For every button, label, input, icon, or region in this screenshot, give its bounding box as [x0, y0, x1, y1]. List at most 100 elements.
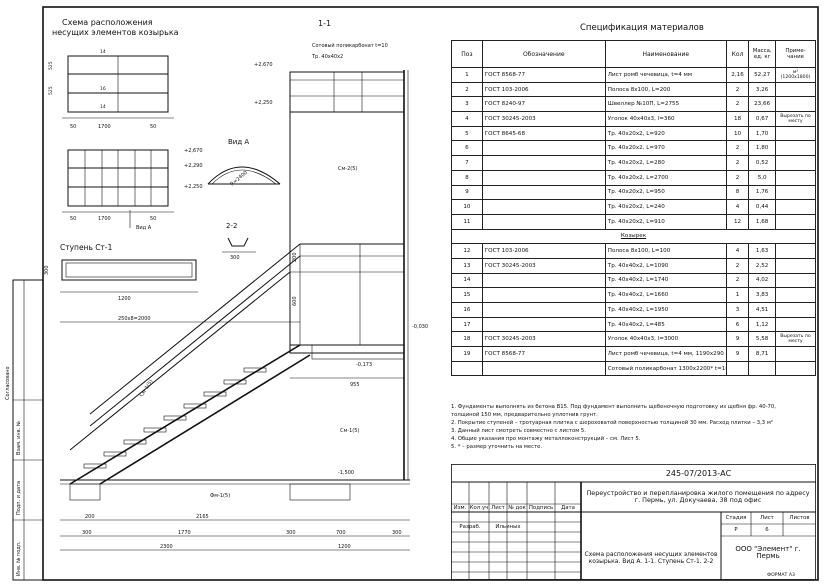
dim-300-bottom-c: 300 [392, 530, 402, 536]
spec-cell-mass: 52,27 [748, 67, 776, 83]
spec-header-name: Наименование [604, 40, 727, 68]
spec-cell-pos: 6 [451, 140, 483, 157]
pipe-label: Тр. 40х40х2 [311, 54, 343, 60]
spec-cell-pos: 14 [451, 272, 483, 289]
spec-cell-qty: 2 [725, 81, 750, 98]
elev-1500: -1,500 [338, 470, 354, 476]
spec-cell-note [774, 287, 817, 303]
spec-cell-pos: 13 [451, 257, 483, 274]
side-stamp: Согласовано Взам. инв. № Подп. и дата Ин… [5, 279, 44, 581]
section-1-1-title: 1-1 [318, 19, 331, 28]
spec-cell-name: Тр. 40х20х2, L=2700 [604, 169, 727, 186]
sheet-title: Схема расположения несущих элементов коз… [584, 551, 718, 565]
spec-cell-mass: 0,67 [748, 111, 776, 127]
spec-cell-pos: 15 [451, 287, 483, 303]
radius-label: R=2400 [229, 170, 248, 188]
spec-cell-name: Лист ромб чечевица, t=4 мм, 1190х290 [604, 346, 727, 362]
dim-50-upper-right: 50 [150, 124, 156, 130]
note-line: 3. Данный лист смотреть совместно с лист… [451, 428, 586, 434]
sheet-value: 6 [765, 526, 769, 533]
spec-header-row: Поз Обозначение Наименование Кол Масса, … [451, 40, 817, 68]
spec-row: Козырек [451, 228, 816, 245]
section-2-2: 2-2 300 [222, 222, 256, 261]
dim-1770: 1770 [178, 530, 191, 536]
developer-name: Ильиных [495, 523, 521, 530]
spec-cell-name: Уголок 40х40х3, l=3000 [604, 331, 727, 348]
canopy-plan-lower: 1700 50 50 Вид А [62, 149, 174, 231]
view-a-title: Вид А [228, 138, 249, 146]
view-a-arch: Вид А R=2400 +2,670 +2,290 +2,250 [184, 138, 281, 190]
spec-cell-name: Тр. 40х20х2, L=920 [604, 125, 727, 142]
dim-955: 955 [350, 382, 360, 388]
spec-cell-pos: 2 [451, 81, 483, 98]
spec-cell-name: Тр. 40х40х2, L=485 [604, 316, 727, 333]
dim-1700-lower: 1700 [98, 216, 111, 222]
project-code: 245-07/2013-АС [665, 468, 732, 478]
spec-header-designation: Обозначение [481, 40, 606, 68]
spec-cell-qty: 8 [725, 184, 750, 201]
spec-cell-mass: 1,76 [748, 184, 776, 201]
spec-cell-qty: 2 [725, 272, 750, 289]
spec-cell-pos: 8 [451, 169, 483, 186]
dim-2300: 2300 [160, 544, 173, 550]
spec-cell-mass: 1,63 [748, 243, 776, 259]
vid-a-pointer: Вид А [136, 225, 152, 231]
format-label: ФОРМАТ А3 [767, 572, 795, 578]
spec-cell-designation [481, 184, 606, 201]
spec-cell-note [774, 184, 817, 201]
spec-cell-designation: ГОСТ 8240-97 [481, 96, 606, 113]
spec-cell-name: Тр. 40х20х2, L=240 [604, 199, 727, 215]
spec-cell-name: Тр. 40х40х2, L=1090 [604, 257, 727, 274]
spec-cell-name: Тр. 40х40х2, L=1660 [604, 287, 727, 303]
spec-cell-note [774, 81, 817, 98]
role-developer: Разраб. [459, 523, 481, 530]
project-name: Переустройство и перепланировка жилого п… [586, 489, 810, 504]
dim-300-2-2: 300 [230, 255, 240, 261]
sm-1-label: См-1(5) [139, 379, 155, 398]
spec-cell-note [774, 96, 817, 113]
dim-1200-step: 1200 [118, 296, 131, 302]
spec-cell-note [774, 140, 817, 157]
spec-cell-qty: 4 [725, 243, 750, 259]
spec-cell-pos: 9 [451, 184, 483, 201]
stair-steps [83, 367, 267, 469]
spec-cell-note: м² (1200х1800) [774, 67, 817, 83]
sheets-label: Листов [789, 514, 810, 521]
spec-cell-mass: 1,80 [748, 140, 776, 157]
spec-cell-note [774, 155, 817, 171]
note-line: 4. Общие указания про монтажу металлокон… [451, 436, 641, 442]
spec-section-label: Козырек [451, 228, 816, 245]
spec-cell-pos: 18 [451, 331, 483, 348]
spec-cell-designation: ГОСТ 103-2006 [481, 81, 606, 98]
spec-cell-pos: 7 [451, 155, 483, 171]
pos-14-lower: 14 [100, 104, 106, 110]
spec-cell-designation [481, 360, 606, 377]
step-st-1: Ступень Ст-1 1200 300 [44, 243, 198, 302]
dim-300-step: 300 [44, 265, 50, 275]
spec-cell-note [774, 302, 817, 318]
spec-cell-designation: ГОСТ 30245-2003 [481, 111, 606, 127]
spec-cell-qty: 10 [725, 125, 750, 142]
spec-cell-designation [481, 140, 606, 157]
spec-cell-designation: ГОСТ 103-2006 [481, 243, 606, 259]
dim-525-b: 525 [48, 86, 54, 95]
spec-cell-mass: 1,68 [748, 213, 776, 230]
spec-cell-qty: 2 [725, 169, 750, 186]
spec-cell-name: Полоса 8х100, L=200 [604, 81, 727, 98]
spec-cell-qty: 6 [725, 316, 750, 333]
elev-2250-view-a: +2,250 [184, 184, 203, 190]
spec-cell-qty: 12 [725, 213, 750, 230]
spec-cell-note [774, 346, 817, 362]
note-line: 5. * – размер уточнить на месте. [451, 444, 543, 450]
spec-cell-mass: 0,44 [748, 199, 776, 215]
spec-cell-pos: 3 [451, 96, 483, 113]
